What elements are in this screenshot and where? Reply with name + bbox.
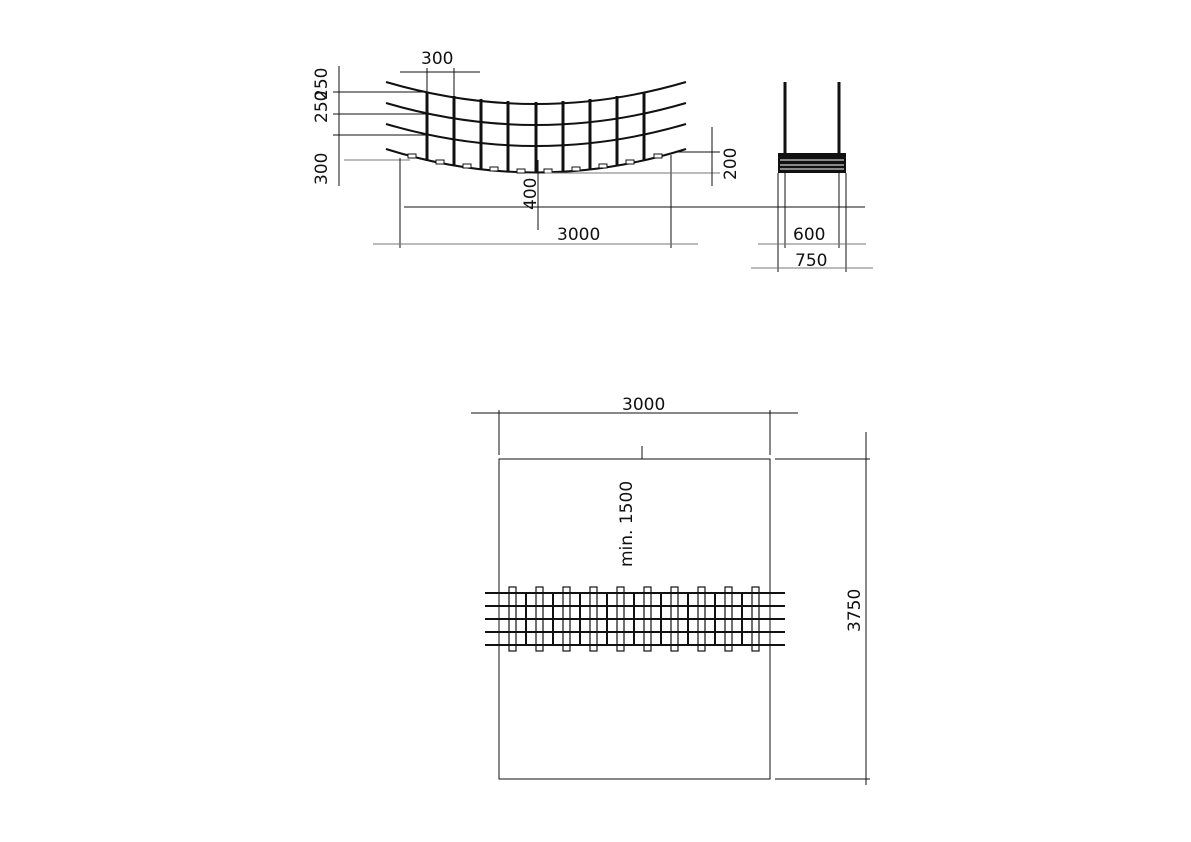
dim-inner-width: 600 bbox=[793, 225, 825, 245]
dim-end-rise: 200 bbox=[721, 148, 741, 180]
dim-clearance: min. 1500 bbox=[617, 481, 637, 567]
dim-length: 3750 bbox=[845, 589, 865, 632]
dim-plank-spacing: 300 bbox=[421, 49, 453, 69]
dim-sag: 400 bbox=[521, 178, 541, 210]
side-view: 300 250 250 300 3000 400 200 bbox=[312, 49, 865, 248]
dim-width: 3000 bbox=[622, 395, 665, 415]
end-view: 600 750 bbox=[751, 82, 873, 272]
dim-outer-width: 750 bbox=[795, 251, 827, 271]
dim-vertical-2: 250 bbox=[312, 91, 332, 123]
plan-cross-ropes bbox=[525, 593, 743, 645]
plan-view: 3000 3750 min. 1500 bbox=[471, 395, 870, 785]
dim-vertical-1: 250 bbox=[312, 68, 332, 100]
dim-span: 3000 bbox=[557, 225, 600, 245]
plan-planks bbox=[508, 586, 760, 652]
walkway-rope bbox=[385, 148, 687, 174]
dim-vertical-3: 300 bbox=[312, 153, 332, 185]
vertical-ropes bbox=[425, 92, 646, 172]
plank-stack bbox=[778, 153, 846, 173]
top-rope bbox=[385, 81, 687, 105]
